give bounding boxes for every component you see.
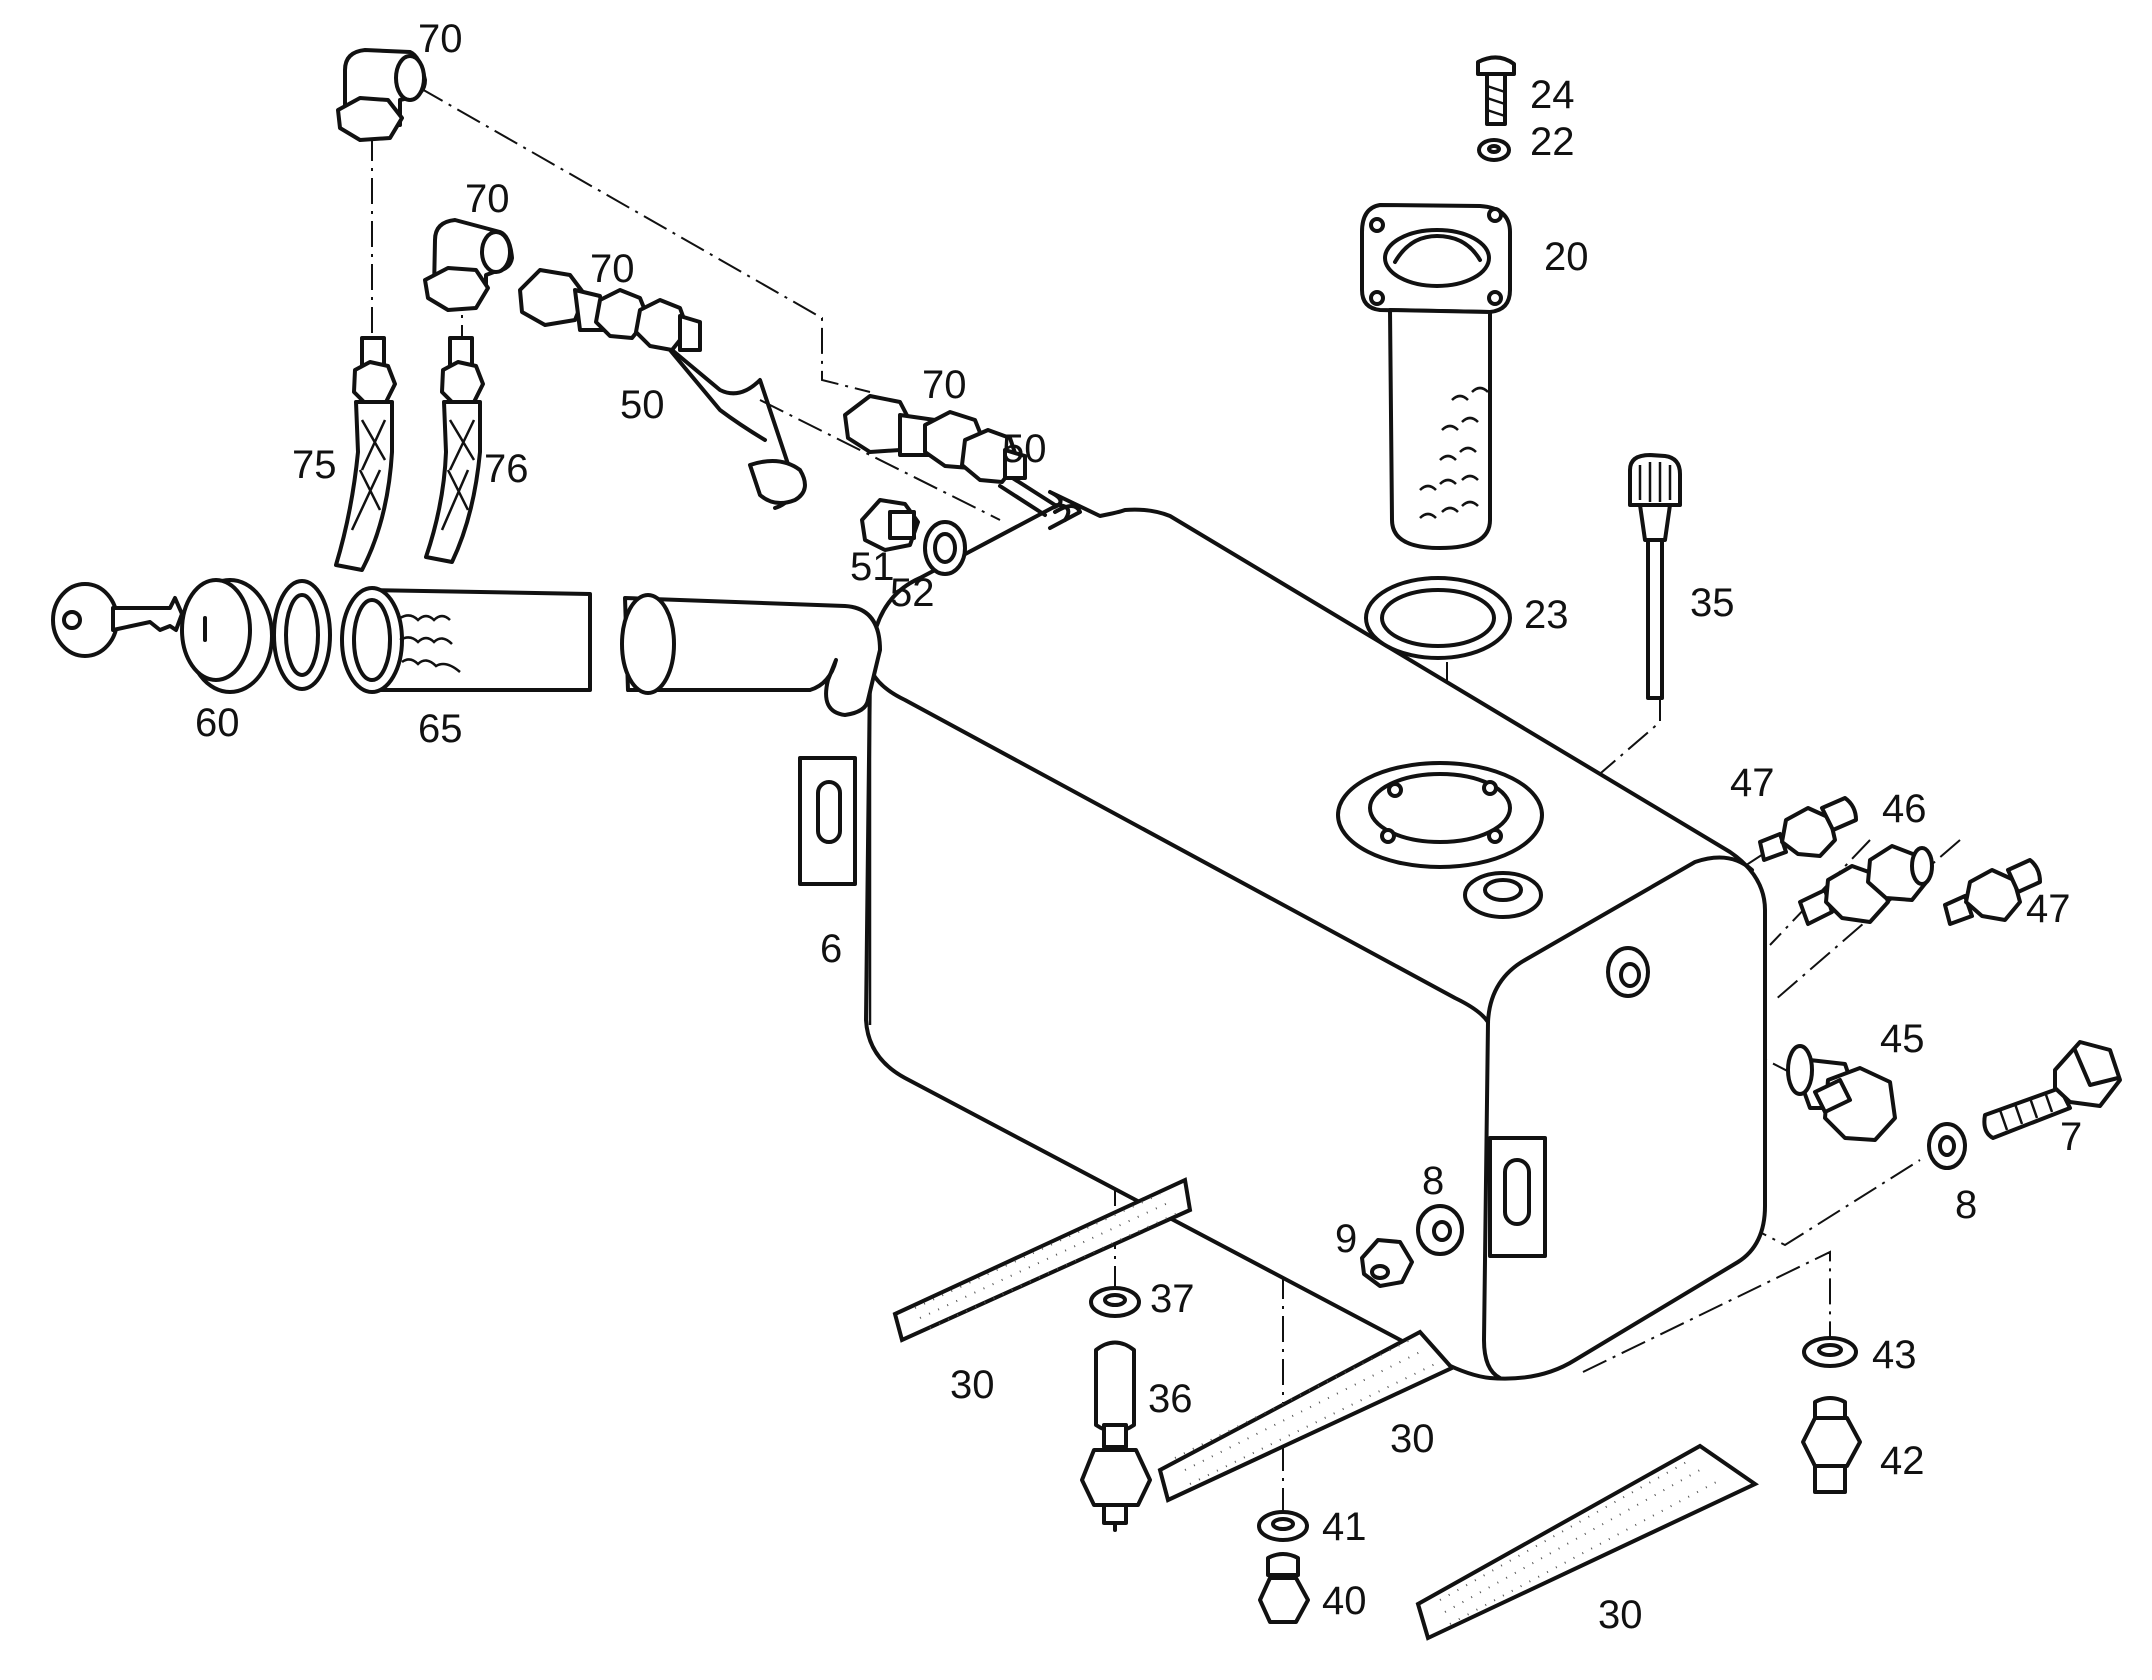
fitting-45	[1786, 1044, 1897, 1142]
label-70-top: 70	[418, 17, 463, 61]
label-51: 51	[850, 545, 895, 589]
label-65: 65	[418, 707, 463, 751]
label-24: 24	[1530, 73, 1575, 117]
label-70-third: 70	[590, 247, 635, 291]
washer-8-right	[1927, 1122, 1967, 1170]
gasket-23	[1364, 576, 1512, 660]
seal-ring	[272, 579, 332, 691]
label-22: 22	[1530, 120, 1575, 164]
nut-9	[1360, 1238, 1414, 1288]
label-47-left: 47	[1730, 761, 1775, 805]
plug-51	[860, 498, 920, 552]
filler-strainer-20	[1360, 203, 1512, 550]
filler-strainer-65	[340, 586, 592, 694]
washer-8-left	[1416, 1204, 1464, 1256]
label-45: 45	[1880, 1017, 1925, 1061]
hose-75	[334, 336, 397, 572]
label-41: 41	[1322, 1505, 1367, 1549]
fuel-pipe	[658, 338, 1082, 530]
label-8-right: 8	[1955, 1183, 1977, 1227]
washer-52	[923, 520, 967, 576]
filler-cap-60	[180, 578, 274, 694]
bolt-7	[1982, 1040, 2122, 1140]
dipstick-35	[1628, 453, 1682, 700]
washer-43	[1802, 1336, 1858, 1368]
screw-24	[1476, 55, 1516, 126]
label-40: 40	[1322, 1579, 1367, 1623]
straight-connector-70	[518, 268, 702, 352]
plug-42	[1801, 1396, 1862, 1494]
insulation-pad-30-b	[1157, 1329, 1456, 1503]
part-labels: 70 70 70 70 50 50 75 76 24 22 20 23 35 5…	[195, 17, 2082, 1637]
label-30-middle: 30	[1390, 1417, 1435, 1461]
label-30-right: 30	[1598, 1593, 1643, 1637]
label-37: 37	[1150, 1277, 1195, 1321]
fuel-tank-body	[620, 490, 1767, 1381]
label-52: 52	[890, 571, 935, 615]
label-60: 60	[195, 701, 240, 745]
sensor-47-left	[1758, 796, 1858, 862]
hose-76	[424, 336, 485, 564]
label-6: 6	[820, 927, 842, 971]
label-50-left: 50	[620, 383, 665, 427]
label-47-right: 47	[2026, 887, 2071, 931]
washer-41	[1257, 1510, 1309, 1542]
label-9: 9	[1335, 1217, 1357, 1261]
label-46: 46	[1882, 787, 1927, 831]
label-7: 7	[2060, 1115, 2082, 1159]
drain-plug-40	[1258, 1552, 1310, 1624]
label-70-fourth: 70	[922, 363, 967, 407]
label-20: 20	[1544, 235, 1589, 279]
label-30-left: 30	[950, 1363, 995, 1407]
label-42: 42	[1880, 1439, 1925, 1483]
label-36: 36	[1148, 1377, 1193, 1421]
sensor-47-right	[1943, 858, 2042, 926]
elbow-fitting-70-top	[336, 48, 427, 142]
pipe-connector-70-50	[843, 394, 1027, 484]
label-23: 23	[1524, 593, 1569, 637]
label-75: 75	[292, 443, 337, 487]
fuel-key	[51, 582, 184, 658]
elbow-fitting-70-mid	[423, 218, 514, 312]
washer-22	[1477, 138, 1511, 162]
label-43: 43	[1872, 1333, 1917, 1377]
label-70-second: 70	[465, 177, 510, 221]
washer-37	[1089, 1286, 1141, 1318]
label-35: 35	[1690, 581, 1735, 625]
insulation-pad-30-a	[892, 1177, 1193, 1343]
heater-element-36	[1080, 1340, 1152, 1532]
insulation-pad-30-c	[1415, 1443, 1759, 1641]
label-8-left: 8	[1422, 1159, 1444, 1203]
union-46	[1798, 844, 1934, 926]
label-50-right: 50	[1002, 427, 1047, 471]
label-76: 76	[484, 447, 529, 491]
